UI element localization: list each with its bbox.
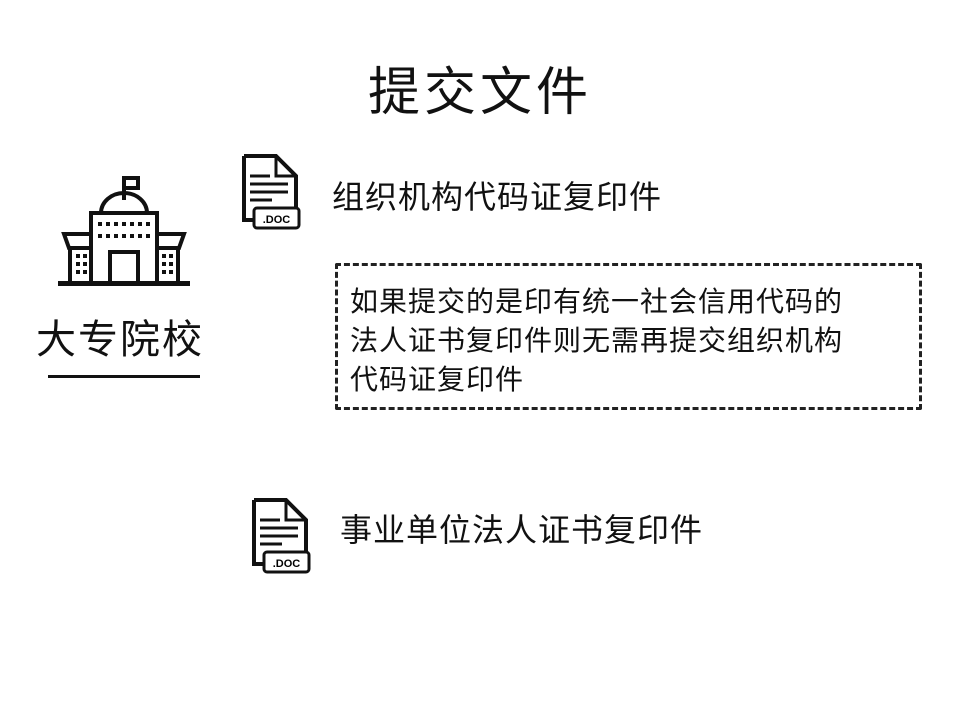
required-document-item: 组织机构代码证复印件 bbox=[332, 178, 663, 216]
note-text: 如果提交的是印有统一社会信用代码的 法人证书复印件则无需再提交组织机构 代码证复… bbox=[350, 282, 843, 399]
note-line: 法人证书复印件则无需再提交组织机构 bbox=[350, 324, 844, 357]
divider bbox=[48, 375, 200, 378]
note-box: 如果提交的是印有统一社会信用代码的 法人证书复印件则无需再提交组织机构 代码证复… bbox=[335, 263, 922, 410]
school-building-icon bbox=[58, 176, 190, 286]
note-line: 代码证复印件 bbox=[350, 363, 525, 396]
note-line: 如果提交的是印有统一社会信用代码的 bbox=[350, 285, 844, 318]
doc-file-icon: .DOC bbox=[252, 498, 311, 574]
page-title: 提交文件 bbox=[367, 63, 592, 123]
doc-label: .DOC bbox=[263, 214, 291, 226]
category-label: 大专院校 bbox=[36, 317, 204, 363]
doc-label: .DOC bbox=[273, 558, 301, 570]
required-document-item: 事业单位法人证书复印件 bbox=[340, 511, 704, 549]
doc-file-icon: .DOC bbox=[242, 154, 301, 230]
